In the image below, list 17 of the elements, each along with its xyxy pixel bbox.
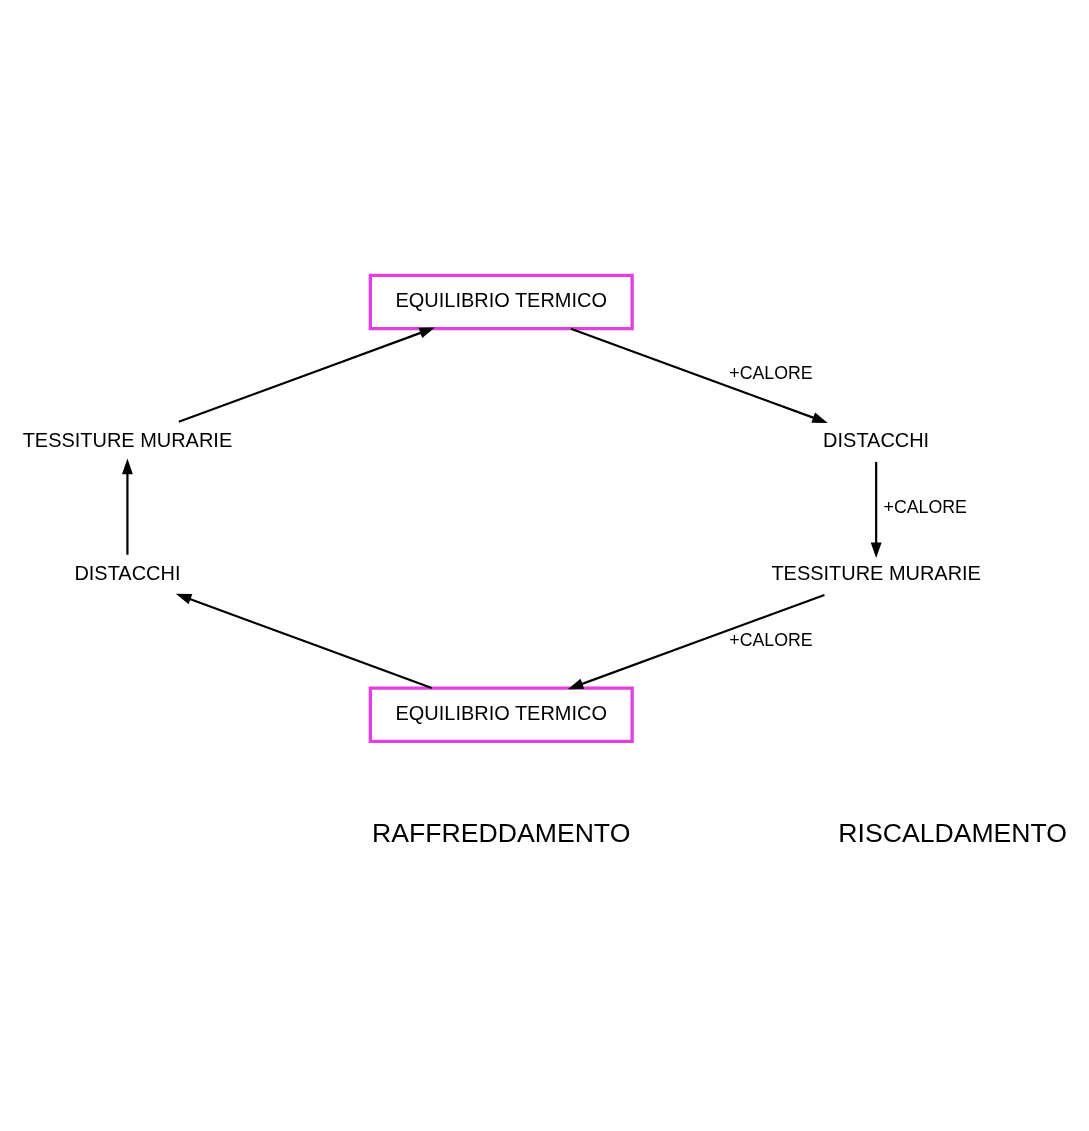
node-text: TESSITURE MURARIE: [22, 428, 233, 451]
node-box: EQUILIBRIO TERMICO: [368, 273, 634, 331]
node-text: DISTACCHI: [823, 428, 930, 451]
node-box: EQUILIBRIO TERMICO: [368, 686, 634, 743]
edge-label: +CALORE: [729, 363, 813, 384]
node-text: TESSITURE MURARIE: [771, 561, 981, 584]
arrow: [178, 327, 435, 423]
edge-label: +CALORE: [883, 496, 967, 517]
arrow: [175, 593, 433, 690]
arrow: [870, 461, 882, 559]
edge-label: +CALORE: [729, 629, 813, 650]
label: RISCALDAMENTO: [838, 818, 1068, 849]
arrow: [570, 327, 828, 423]
label: RAFFREDDAMENTO: [372, 818, 631, 849]
arrow: [122, 458, 133, 555]
node-text: DISTACCHI: [74, 561, 181, 584]
arrow: [567, 593, 825, 690]
